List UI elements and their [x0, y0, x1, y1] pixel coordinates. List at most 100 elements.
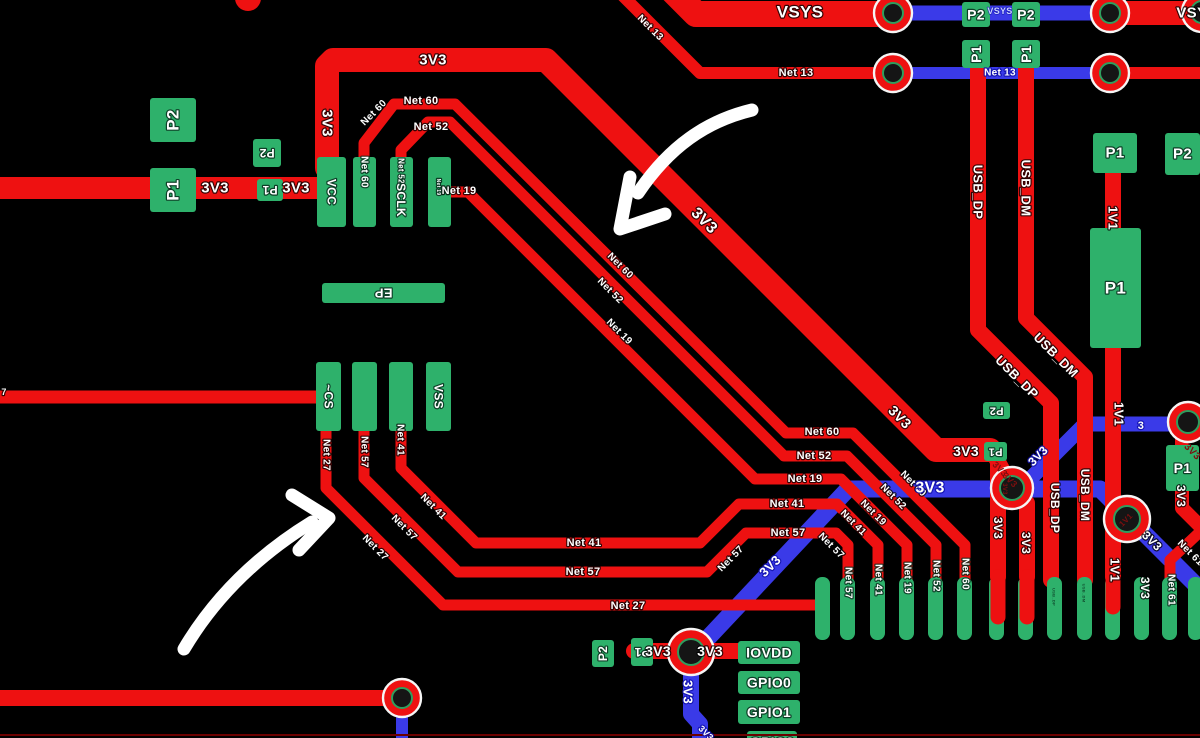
pad-p1[interactable]	[631, 638, 653, 666]
net-label-usb-dm: USB_DM	[1082, 584, 1087, 603]
net-label-net-52: Net 52	[397, 158, 406, 184]
pad-label-p1: P1	[1174, 460, 1192, 476]
net-label-net-57: Net 57	[359, 436, 370, 468]
net-label-net-41: Net 41	[770, 498, 805, 510]
pad[interactable]	[899, 577, 914, 640]
net-label-3: 3	[1138, 420, 1144, 432]
pad-label-p2: P2	[967, 7, 985, 23]
pad[interactable]	[957, 577, 972, 640]
net-label-net-52: Net 52	[931, 560, 942, 592]
net-label-net-60: Net 60	[805, 426, 840, 438]
trace-vsys-red[interactable]	[652, 0, 906, 27]
pad-vcc[interactable]	[317, 157, 346, 227]
pad-p1[interactable]	[1090, 228, 1141, 348]
pad-p2[interactable]	[962, 2, 990, 27]
net-label-net-57: Net 57	[843, 567, 854, 599]
pad-vss[interactable]	[426, 362, 451, 431]
via-drill	[391, 687, 413, 709]
pad[interactable]	[1047, 577, 1062, 640]
net-label-3v3: 3V3	[697, 643, 723, 659]
pad[interactable]	[1188, 577, 1200, 640]
pad-p1[interactable]	[1093, 133, 1137, 173]
pad-gpio0[interactable]	[738, 671, 800, 694]
via-drill	[1113, 505, 1141, 533]
net-label-net-61: Net 61	[1166, 574, 1177, 606]
net-label-3v3: 3V3	[991, 517, 1005, 539]
trace-net-61-red[interactable]	[1164, 524, 1200, 586]
pad[interactable]	[815, 577, 830, 640]
net-label-net-52: Net 52	[414, 121, 449, 133]
via-pad[interactable]	[235, 0, 261, 11]
pad-gpio1[interactable]	[738, 700, 800, 724]
pad-label-p1: P1	[988, 446, 1002, 458]
pad-label-gpio0: GPIO0	[747, 675, 791, 691]
net-label-net-19: Net 19	[435, 179, 441, 196]
net-label-net-27: Net 27	[321, 439, 332, 471]
pad[interactable]	[1162, 577, 1177, 640]
net-label-usb-dp: USB_DP	[971, 165, 986, 220]
annotation-arrow-2-shaft	[177, 515, 319, 656]
net-label-net-19: Net 19	[902, 562, 913, 594]
net-label-3v3: 3V3	[419, 52, 447, 69]
pad-p2[interactable]	[150, 98, 196, 142]
trace-net-41-red[interactable]	[395, 419, 884, 586]
net-label-vsys: VSYS	[987, 6, 1012, 16]
trace-3v3-blue[interactable]	[682, 480, 1200, 665]
pad-p1[interactable]	[1166, 445, 1199, 491]
trace-3v3-red[interactable]	[315, 48, 1002, 462]
via-drill	[1099, 62, 1121, 84]
net-label-vsys: VSYS	[777, 3, 824, 22]
pad-label-p2: P2	[259, 146, 274, 160]
trace-usb_dp-red[interactable]	[970, 52, 1059, 588]
net-label-net-13: Net 13	[984, 68, 1016, 79]
trace-net-52-red[interactable]	[395, 116, 942, 586]
pad-p2[interactable]	[592, 640, 614, 667]
pad-p1[interactable]	[984, 442, 1007, 461]
trace-net-57-red[interactable]	[358, 419, 854, 586]
net-label-3v3: 3V3	[681, 680, 696, 704]
net-label-net-19: Net 19	[788, 473, 823, 485]
pad-p1[interactable]	[1012, 40, 1040, 68]
pad-label-p2: P2	[1017, 7, 1035, 23]
pad[interactable]	[352, 362, 377, 431]
pad[interactable]	[390, 157, 413, 227]
trace-net-19-red[interactable]	[439, 186, 913, 586]
net-label-net-57: Net 57	[566, 566, 601, 578]
pad-p1[interactable]	[150, 168, 196, 212]
trace-usb_dm-red[interactable]	[1018, 52, 1093, 588]
pad-label-p1: P1	[262, 183, 277, 197]
pad-p2[interactable]	[983, 402, 1010, 419]
net-label-3v3: 3V3	[1001, 483, 1007, 495]
net-label-3v3: 3V3	[1019, 532, 1033, 554]
trace-net-27-red[interactable]	[320, 419, 830, 611]
pad[interactable]	[389, 362, 413, 431]
trace-net-60-red[interactable]	[358, 98, 971, 586]
pad-p2[interactable]	[253, 139, 281, 167]
pad[interactable]	[1134, 577, 1149, 640]
net-label-net-41: Net 41	[395, 424, 406, 456]
pad[interactable]	[1077, 577, 1092, 640]
net-label-usb-dp: USB_DP	[1048, 483, 1062, 533]
pad-p2[interactable]	[1012, 2, 1040, 27]
pad-label-p1: P1	[634, 645, 649, 659]
pad[interactable]	[840, 577, 855, 640]
trace-3v3-blue[interactable]	[683, 642, 708, 738]
pad-label-p2: P2	[989, 405, 1003, 417]
pad-p1[interactable]	[257, 179, 283, 201]
via-drill	[677, 638, 705, 666]
trace-net-13-red[interactable]	[607, 0, 899, 79]
net-label-net-41: Net 41	[873, 564, 884, 596]
pad-ep[interactable]	[322, 283, 445, 303]
pad[interactable]	[428, 157, 451, 227]
pad[interactable]	[928, 577, 943, 640]
pad[interactable]	[870, 577, 885, 640]
pad--cs[interactable]	[316, 362, 341, 431]
pad-label-ep: EP	[375, 286, 393, 301]
pad[interactable]	[353, 157, 376, 227]
pad-p1[interactable]	[962, 40, 990, 68]
annotation-arrow-1-head	[613, 170, 672, 236]
pad-p2[interactable]	[1165, 133, 1200, 175]
pad-iovdd[interactable]	[738, 641, 800, 664]
